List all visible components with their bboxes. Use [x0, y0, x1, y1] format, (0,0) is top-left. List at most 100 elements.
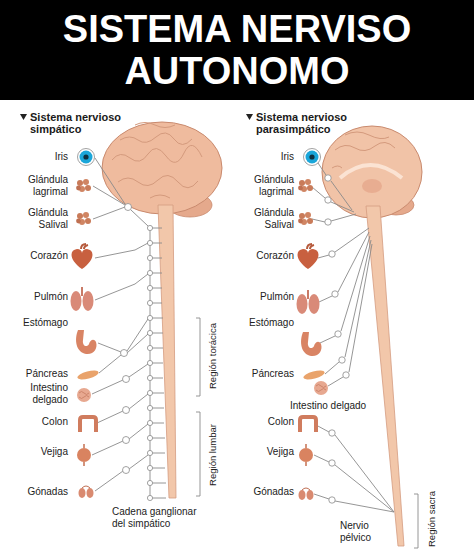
organ-label: Estómago — [244, 317, 294, 329]
structure-label: Cadena ganglionar del simpático — [112, 506, 204, 530]
ganglion — [325, 175, 349, 503]
organ-label: Vejiga — [18, 446, 68, 458]
ganglion — [147, 345, 152, 350]
nerve-line — [95, 274, 148, 300]
nerve-line — [98, 319, 148, 353]
title: SISTEMA NERVISO AUTONOMO — [10, 8, 464, 92]
region-bracket — [196, 318, 200, 396]
ganglion — [329, 497, 335, 503]
spinal-cord — [158, 205, 176, 498]
organ — [72, 244, 93, 269]
nerve-line — [328, 244, 372, 386]
organ-label: Corazón — [18, 250, 68, 262]
ganglion — [121, 350, 128, 357]
nerve-line — [92, 364, 148, 394]
organ-label: Glándula Salival — [18, 207, 68, 231]
ganglion — [325, 197, 331, 203]
ganglion — [147, 300, 152, 305]
organ — [300, 417, 316, 432]
panel-heading: Sistema nervioso parasimpático — [256, 111, 356, 135]
nerve-line — [92, 158, 148, 491]
ganglion — [147, 495, 152, 500]
organ-label: Colon — [18, 416, 68, 428]
ganglion — [125, 204, 132, 211]
spinal-cord — [366, 206, 404, 546]
nerve-line — [92, 424, 148, 455]
region-label: Región torácica — [207, 323, 218, 389]
organ-label: Glándula lagrimal — [244, 174, 294, 198]
brain — [340, 165, 402, 178]
organ — [299, 444, 313, 466]
organ-label: Iris — [244, 151, 294, 163]
organ-label: Pulmón — [244, 291, 294, 303]
ganglion — [123, 467, 130, 474]
organ — [297, 290, 320, 314]
ganglion — [147, 225, 152, 230]
ganglion — [147, 450, 152, 455]
organ-label: Intestino delgado — [290, 400, 390, 412]
brain — [102, 122, 222, 217]
organ-label: Iris — [18, 151, 68, 163]
nerve-line — [318, 228, 369, 258]
region-label: Región sacra — [426, 491, 437, 547]
brain — [102, 122, 222, 214]
organ — [76, 179, 91, 192]
nerve-line — [318, 163, 352, 210]
organ — [314, 381, 328, 395]
organ-label: Vejiga — [244, 446, 294, 458]
nerve-line — [312, 187, 354, 212]
ganglion — [147, 315, 152, 320]
ganglion — [325, 175, 331, 181]
ganglion — [332, 291, 338, 297]
organ — [76, 330, 96, 354]
nerve-line — [95, 243, 148, 258]
heading-marker — [20, 114, 27, 120]
structure-label: Nervio pélvico — [340, 520, 388, 544]
organ — [299, 488, 314, 500]
organ — [301, 332, 321, 356]
nerve-line — [320, 236, 370, 343]
ganglion — [147, 375, 152, 380]
organ — [76, 369, 99, 381]
organ-label: Pulmón — [18, 291, 68, 303]
organ-label: Corazón — [244, 250, 294, 262]
organ — [80, 417, 96, 432]
ganglion — [147, 435, 152, 440]
ganglion — [121, 204, 132, 474]
organ — [71, 287, 94, 311]
organ — [302, 369, 325, 381]
heading-marker — [246, 114, 253, 120]
nerve-line — [312, 163, 394, 512]
organ — [71, 149, 100, 499]
spinal-cord — [366, 206, 404, 546]
ganglion — [329, 251, 335, 257]
nerve-line — [314, 455, 394, 512]
ganglion — [339, 357, 345, 363]
organ — [77, 444, 91, 466]
organ — [298, 244, 319, 269]
organ — [78, 149, 95, 166]
organ-label: Gónadas — [18, 486, 68, 498]
organ-label: Glándula lagrimal — [18, 174, 68, 198]
panel-heading: Sistema nervioso simpático — [30, 111, 130, 135]
region-label: Región lumbar — [207, 424, 218, 486]
region-bracket — [196, 412, 200, 496]
ganglion — [147, 330, 152, 335]
nerve-line — [95, 455, 148, 491]
nerve-line — [319, 232, 369, 302]
nerve-line — [99, 355, 121, 373]
ganglion — [329, 460, 335, 466]
ganglion — [123, 376, 130, 383]
ganglion — [343, 372, 349, 378]
nerve-line — [97, 394, 148, 423]
title-band — [0, 0, 474, 100]
organ — [79, 486, 94, 498]
organ-label: Estómago — [18, 317, 68, 329]
brain — [112, 123, 202, 199]
organ — [76, 212, 91, 225]
organ-label: Colon — [244, 416, 294, 428]
organ-label: Intestino delgado — [18, 382, 68, 406]
ganglion — [335, 331, 341, 337]
ganglion — [147, 285, 152, 290]
